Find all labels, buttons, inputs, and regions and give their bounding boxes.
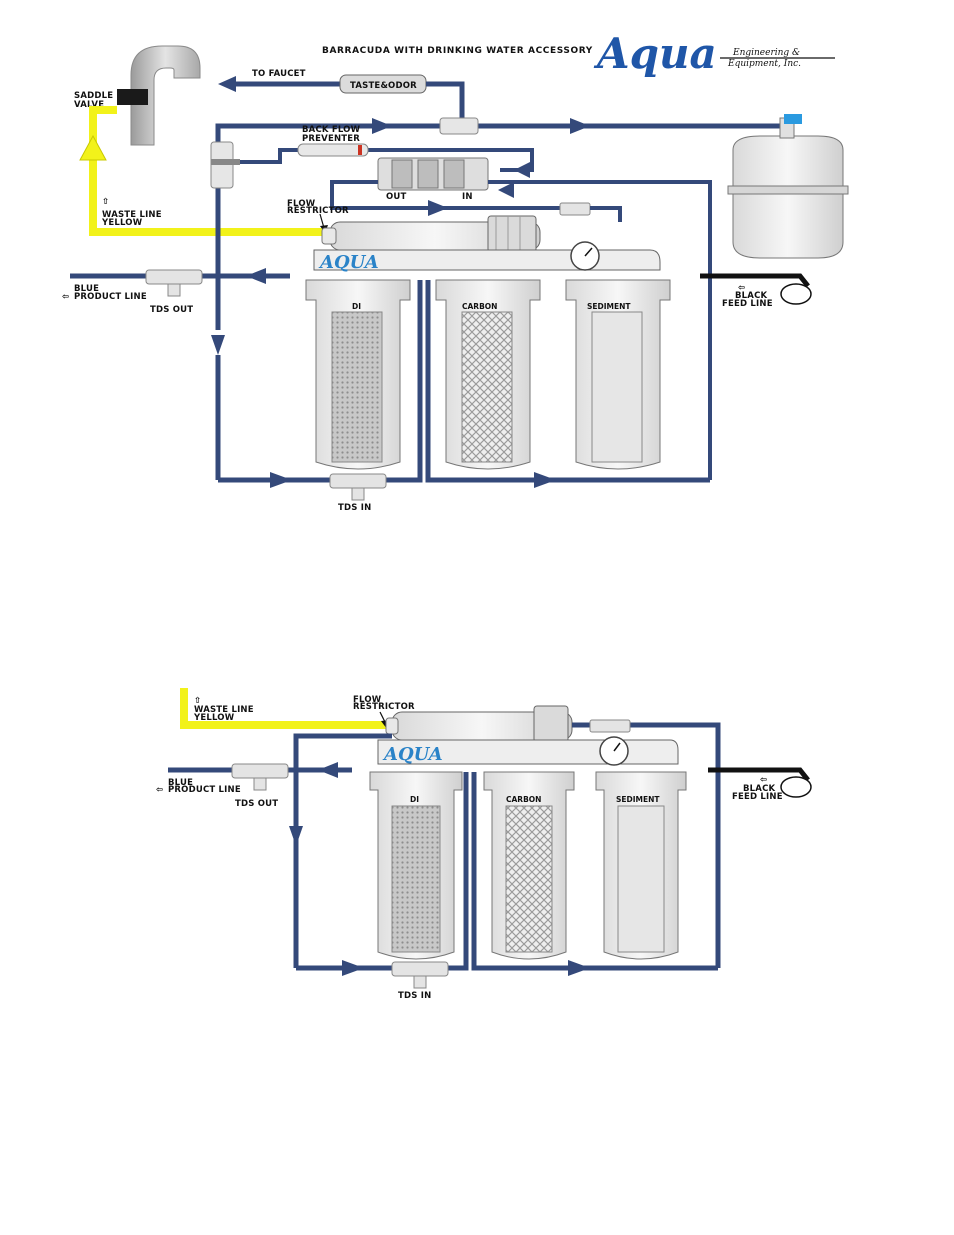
membrane-housing xyxy=(321,215,541,253)
black-feed-line xyxy=(708,767,810,782)
tank-line xyxy=(215,123,780,330)
bottom-diagram: ⇧ WASTE LINE YELLOW FLOW RESTRICTOR AQUA… xyxy=(156,688,812,1001)
waste-line-yellow xyxy=(89,165,323,236)
feed-valve-icon xyxy=(780,283,812,305)
filter-sediment: SEDIMENT xyxy=(595,771,687,960)
flow-arrow-icon xyxy=(372,118,392,134)
flow-left-arrow-icon xyxy=(318,762,338,778)
flow-arrow-icon xyxy=(568,960,590,976)
connector-block xyxy=(377,157,489,191)
filter-carbon: CARBON xyxy=(435,279,541,470)
black-feed-line xyxy=(700,273,810,288)
filter-sediment-label: SEDIMENT xyxy=(587,302,631,311)
tds-out-label: TDS OUT xyxy=(150,305,193,315)
diagram-title: BARRACUDA WITH DRINKING WATER ACCESSORY xyxy=(322,46,593,56)
brand-logo: Aqua xyxy=(593,29,717,78)
flow-restrictor-label-2: RESTRICTOR xyxy=(353,702,415,712)
back-flow-label-2: PREVENTER xyxy=(302,134,360,144)
saddle-valve-label-1: SADDLE xyxy=(74,91,113,101)
blue-product-label-1: BLUE xyxy=(168,778,193,788)
aqua-badge: AQUA xyxy=(382,744,443,765)
tds-out-tee xyxy=(145,269,203,285)
black-feed-label-1: BLACK xyxy=(743,784,776,794)
black-feed-label-1: BLACK xyxy=(735,291,768,301)
flow-arrow-icon xyxy=(270,472,292,488)
saddle-clamp xyxy=(117,89,148,105)
flow-arrow-icon xyxy=(570,118,590,134)
flow-restrictor-label-2: RESTRICTOR xyxy=(287,206,349,216)
tee-fitting xyxy=(589,719,631,733)
waste-line-label-1: WASTE LINE xyxy=(102,210,162,220)
drain-pipe-icon xyxy=(117,45,201,146)
flow-restrictor-label-1: FLOW xyxy=(287,199,316,209)
blue-arrow: ⇦ xyxy=(62,292,69,302)
filter-di-label: DI xyxy=(410,795,419,804)
black-feed-label-2: FEED LINE xyxy=(732,792,783,802)
saddle-valve-label-2: VALVE xyxy=(74,100,104,110)
flow-restrictor-label-1: FLOW xyxy=(353,695,382,705)
in-label: IN xyxy=(462,192,473,202)
tee-fitting xyxy=(439,117,479,135)
blue-product-label-2: PRODUCT LINE xyxy=(168,785,241,795)
feed-valve-icon xyxy=(780,776,812,798)
waste-line-label-2: YELLOW xyxy=(193,713,235,723)
filter-carbon-label: CARBON xyxy=(506,795,541,804)
header: BARRACUDA WITH DRINKING WATER ACCESSORY … xyxy=(322,29,835,78)
to-faucet-label: TO FAUCET xyxy=(252,69,306,79)
tds-out-label: TDS OUT xyxy=(235,799,278,809)
brand-line1: Engineering & xyxy=(732,48,800,58)
waste-arrow-icon xyxy=(79,134,107,161)
tds-in-tee xyxy=(391,961,449,977)
membrane-housing xyxy=(385,705,573,743)
back-flow-preventer xyxy=(297,143,369,157)
tds-in-tee xyxy=(329,473,387,489)
tds-in-label: TDS IN xyxy=(338,503,371,513)
pressure-tank xyxy=(727,114,849,259)
feed-arrow: ⇦ xyxy=(760,775,767,785)
top-diagram: SADDLE VALVE ⇧ WASTE LINE YELLOW TO FAUC… xyxy=(62,45,849,513)
to-faucet-arrow-icon xyxy=(218,76,236,92)
flow-down-arrow-icon xyxy=(211,335,225,355)
flow-arrow-icon xyxy=(534,472,556,488)
blue-product-label-1: BLUE xyxy=(74,284,99,294)
taste-odor-label: TASTE&ODOR xyxy=(350,81,417,91)
filter-sediment: SEDIMENT xyxy=(565,279,671,470)
waste-line-label-2: YELLOW xyxy=(101,218,143,228)
filter-di-label: DI xyxy=(352,302,361,311)
aqua-badge: AQUA xyxy=(318,252,379,273)
brand-line2: Equipment, Inc. xyxy=(727,59,801,69)
tee-fitting xyxy=(559,202,591,216)
waste-line-yellow xyxy=(180,688,390,729)
flow-arrow-icon xyxy=(342,960,364,976)
blue-arrow: ⇦ xyxy=(156,785,163,795)
waste-up-arrow: ⇧ xyxy=(102,197,109,207)
filter-carbon: CARBON xyxy=(483,771,575,960)
tds-out-tee xyxy=(231,763,289,779)
out-label: OUT xyxy=(386,192,407,202)
tank-valve-icon xyxy=(784,114,802,124)
flow-arrow-icon xyxy=(428,200,448,216)
filter-carbon-label: CARBON xyxy=(462,302,497,311)
tds-in-label: TDS IN xyxy=(398,991,431,1001)
back-flow-label-1: BACK FLOW xyxy=(302,125,361,135)
black-feed-label-2: FEED LINE xyxy=(722,299,773,309)
filter-sediment-label: SEDIMENT xyxy=(616,795,660,804)
filter-di: DI xyxy=(305,279,411,470)
feed-arrow: ⇦ xyxy=(738,283,745,293)
waste-up-arrow: ⇧ xyxy=(194,696,201,706)
blue-product-label-2: PRODUCT LINE xyxy=(74,292,147,302)
waste-line-label-1: WASTE LINE xyxy=(194,705,254,715)
flow-down-arrow-icon xyxy=(289,826,303,846)
flow-left-arrow-icon xyxy=(246,268,266,284)
filter-di: DI xyxy=(369,771,463,960)
